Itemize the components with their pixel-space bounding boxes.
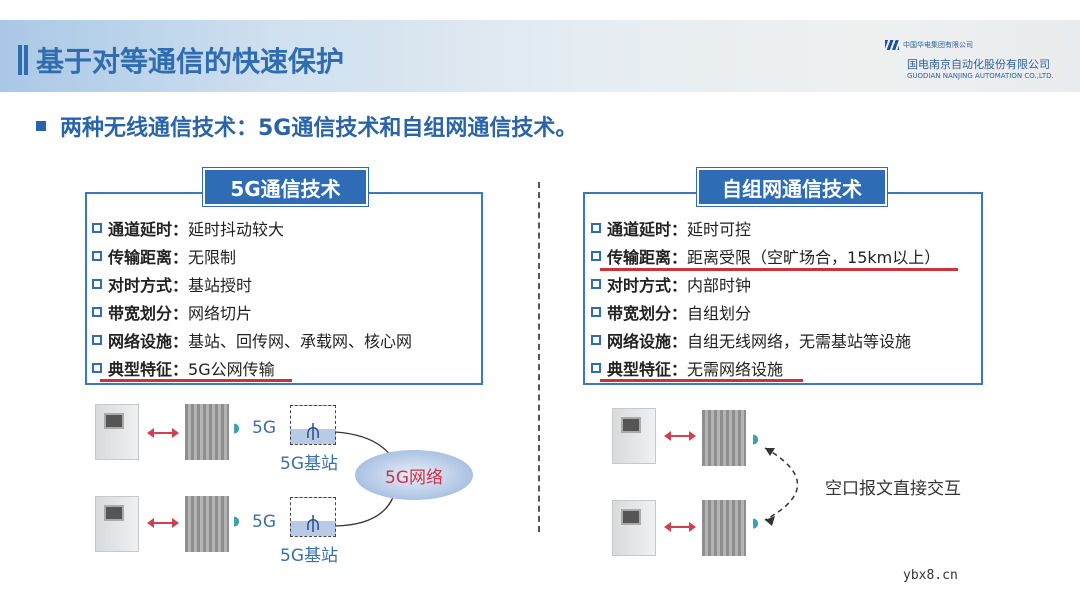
bullet-icon: [36, 121, 46, 131]
checkbox-icon: [92, 363, 102, 373]
divider: [538, 182, 540, 532]
row-key: 典型特征：: [607, 360, 688, 379]
row-value: 内部时钟: [687, 276, 752, 295]
checkbox-icon: [591, 223, 601, 233]
station-label: 5G基站: [280, 454, 338, 474]
signal-icon: ◗: [752, 432, 759, 447]
right-underline-feature: [600, 379, 803, 382]
row-value: 无限制: [188, 248, 237, 267]
row-value: 基站授时: [188, 276, 253, 295]
left-row: 典型特征：5G公网传输: [92, 356, 275, 380]
tower-icon: ⫛: [290, 497, 336, 537]
radio-terminal: [185, 496, 229, 552]
double-arrow: [664, 522, 696, 532]
checkbox-icon: [92, 251, 102, 261]
signal-label: 5G: [252, 512, 276, 532]
row-value: 自组无线网络，无需基站等设施: [687, 332, 912, 351]
direct-link-curve: [764, 447, 799, 521]
row-value: 基站、回传网、承载网、核心网: [188, 332, 413, 351]
radio-terminal: [702, 500, 746, 556]
signal-icon: ◗: [752, 516, 759, 531]
logo-line1: 中国华电集团有限公司: [903, 41, 973, 49]
row-key: 通道延时：: [607, 220, 688, 239]
left-row: 带宽划分：网络切片: [92, 300, 252, 324]
radio-terminal: [185, 404, 229, 460]
title-bar-icon: [18, 45, 28, 75]
protection-device: [612, 408, 656, 464]
row-key: 网络设施：: [108, 332, 189, 351]
tower-icon: ⫛: [290, 405, 336, 445]
logo-line2: 国电南京自动化股份有限公司: [907, 58, 1050, 71]
row-key: 对时方式：: [607, 276, 688, 295]
left-row: 对时方式：基站授时: [92, 272, 252, 296]
direct-exchange-label: 空口报文直接交互: [825, 479, 961, 499]
arrow-head-bottom: [765, 516, 775, 526]
left-row: 传输距离：无限制: [92, 244, 236, 268]
company-logo: 中国华电集团有限公司 国电南京自动化股份有限公司 GUODIAN NANJING…: [885, 40, 1065, 80]
right-row: 对时方式：内部时钟: [591, 272, 751, 296]
left-row: 网络设施：基站、回传网、承载网、核心网: [92, 328, 412, 352]
row-key: 典型特征：: [108, 360, 189, 379]
row-value: 距离受限（空旷场合，15km以上）: [687, 248, 941, 267]
left-row: 通道延时：延时抖动较大: [92, 216, 284, 240]
row-key: 对时方式：: [108, 276, 189, 295]
right-row: 带宽划分：自组划分: [591, 300, 751, 324]
checkbox-icon: [92, 307, 102, 317]
logo-line3: GUODIAN NANJING AUTOMATION CO.,LTD.: [907, 72, 1054, 80]
row-key: 带宽划分：: [108, 304, 189, 323]
signal-label: 5G: [252, 418, 276, 438]
checkbox-icon: [92, 335, 102, 345]
page-title: 基于对等通信的快速保护: [18, 40, 344, 80]
cloud-icon: 5G网络: [355, 450, 473, 500]
arrow-head-top: [765, 448, 775, 456]
row-key: 网络设施：: [607, 332, 688, 351]
row-value: 自组划分: [687, 304, 752, 323]
right-row: 典型特征：无需网络设施: [591, 356, 783, 380]
signal-icon: ◗: [233, 514, 240, 529]
station-label: 5G基站: [280, 546, 338, 566]
row-key: 带宽划分：: [607, 304, 688, 323]
right-underline-distance: [600, 268, 958, 271]
protection-device: [612, 500, 656, 556]
checkbox-icon: [591, 279, 601, 289]
right-panel-title: 自组网通信技术: [697, 168, 887, 206]
header-band: [0, 20, 1080, 92]
logo-mark-icon: [885, 40, 899, 50]
checkbox-icon: [591, 363, 601, 373]
subtitle: 两种无线通信技术：5G通信技术和自组网通信技术。: [36, 110, 577, 142]
checkbox-icon: [591, 307, 601, 317]
checkbox-icon: [591, 335, 601, 345]
double-arrow: [147, 518, 179, 528]
signal-icon: ◗: [233, 421, 240, 436]
protection-device: [95, 496, 139, 552]
subtitle-text: 两种无线通信技术：5G通信技术和自组网通信技术。: [60, 116, 578, 141]
row-value: 网络切片: [188, 304, 253, 323]
left-panel-title: 5G通信技术: [203, 168, 368, 206]
right-row: 通道延时：延时可控: [591, 216, 751, 240]
checkbox-icon: [92, 279, 102, 289]
row-value: 无需网络设施: [687, 360, 784, 379]
row-value: 5G公网传输: [188, 360, 275, 379]
row-key: 通道延时：: [108, 220, 189, 239]
row-key: 传输距离：: [108, 248, 189, 267]
row-value: 延时可控: [687, 220, 752, 239]
double-arrow: [147, 428, 179, 438]
network-label: 5G网络: [385, 467, 443, 488]
page-title-text: 基于对等通信的快速保护: [36, 45, 345, 78]
checkbox-icon: [591, 251, 601, 261]
right-row: 网络设施：自组无线网络，无需基站等设施: [591, 328, 911, 352]
left-underline-feature: [100, 379, 292, 382]
row-key: 传输距离：: [607, 248, 688, 267]
checkbox-icon: [92, 223, 102, 233]
protection-device: [95, 404, 139, 460]
right-row: 传输距离：距离受限（空旷场合，15km以上）: [591, 244, 940, 268]
radio-terminal: [702, 410, 746, 466]
row-value: 延时抖动较大: [188, 220, 285, 239]
watermark: ybx8.cn: [903, 568, 958, 583]
double-arrow: [664, 431, 696, 441]
